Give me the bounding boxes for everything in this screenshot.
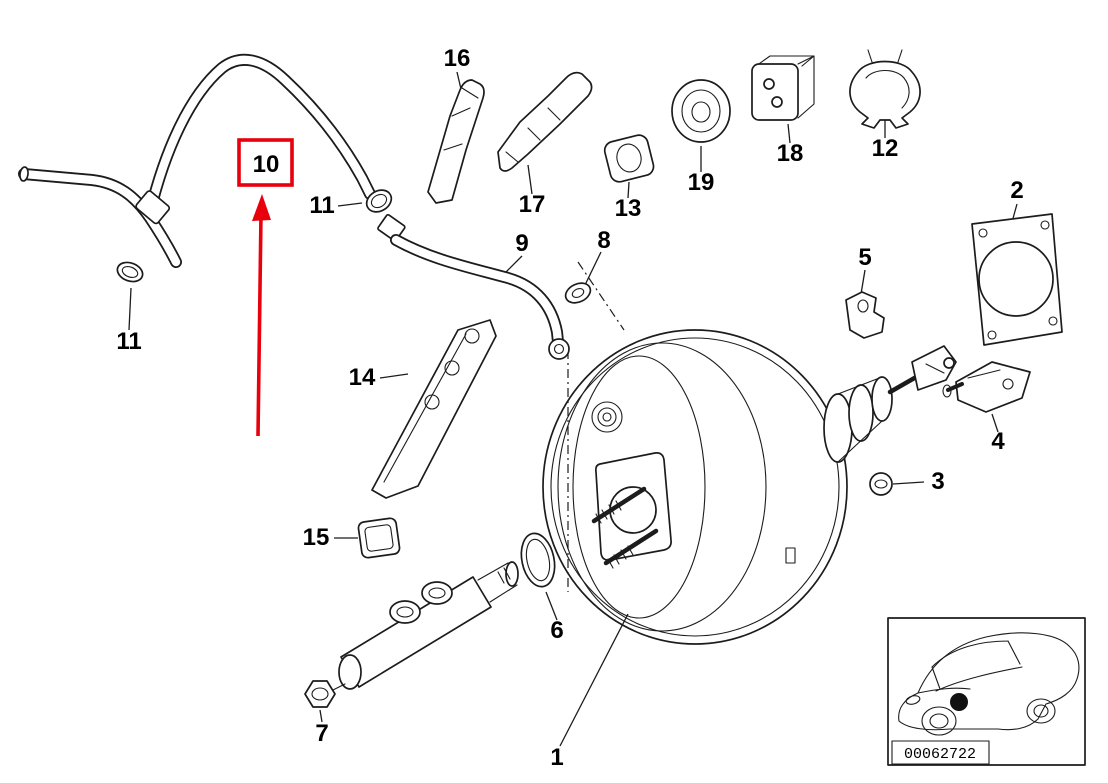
- part-label-5[interactable]: 5: [858, 244, 871, 271]
- part-label-12[interactable]: 12: [872, 135, 899, 162]
- part-labels: 16 17 13 19 18 12 2 11 9 8 5 11 14 4 3 1…: [116, 45, 1023, 771]
- part-label-8[interactable]: 8: [597, 227, 610, 254]
- car-thumbnail: [898, 632, 1080, 736]
- hose-coupling: [135, 190, 171, 225]
- part-15-bracket: [357, 517, 401, 559]
- part-6-o-ring: [520, 532, 556, 588]
- part-label-4[interactable]: 4: [991, 428, 1005, 455]
- part-16-bracket: [427, 79, 485, 204]
- location-dot: [950, 693, 968, 711]
- part-label-6[interactable]: 6: [550, 617, 563, 644]
- part-10-hose: [144, 53, 376, 218]
- part-3-nut: [869, 472, 893, 496]
- part-4-bracket: [942, 361, 1031, 413]
- inset-border: [887, 617, 1086, 766]
- part-7-master-cylinder: [304, 561, 519, 708]
- diagram-code: 00062722: [904, 746, 976, 763]
- part-11-clamp-top: [365, 189, 393, 213]
- part-17-bracket: [497, 71, 593, 172]
- part-label-10[interactable]: 10: [253, 151, 280, 178]
- part-9-pipe: [377, 214, 570, 360]
- construction-lines: [567, 261, 625, 592]
- part-18-pad: [751, 55, 815, 121]
- part-label-9[interactable]: 9: [515, 230, 528, 257]
- part-11-clamp-left: [116, 261, 144, 283]
- highlight-arrow-shaft: [256, 213, 263, 437]
- part-label-14[interactable]: 14: [349, 364, 376, 391]
- part-label-18[interactable]: 18: [777, 140, 804, 167]
- booster-pushrod-bellows: [823, 345, 957, 463]
- part-label-7[interactable]: 7: [315, 720, 328, 747]
- highlight-arrow-head: [252, 194, 271, 221]
- part-5-bracket: [845, 291, 885, 339]
- part-label-1[interactable]: 1: [550, 744, 563, 771]
- part-13-grommet: [603, 134, 655, 183]
- part-label-15[interactable]: 15: [303, 524, 330, 551]
- leader-lines: [128, 71, 1018, 747]
- part-2-gasket: [971, 213, 1063, 346]
- part-label-11-top[interactable]: 11: [309, 192, 334, 219]
- car-location-inset: 00062722: [887, 617, 1086, 766]
- part-14-bracket: [371, 319, 497, 499]
- diagram-code-box: [891, 740, 990, 765]
- part-label-11-left[interactable]: 11: [116, 328, 141, 355]
- part-label-2[interactable]: 2: [1010, 177, 1023, 204]
- part-1-brake-booster: [542, 329, 848, 645]
- part-label-3[interactable]: 3: [931, 468, 944, 495]
- part-label-17[interactable]: 17: [519, 191, 546, 218]
- part-label-19[interactable]: 19: [688, 169, 715, 196]
- part-8-seal-ring: [564, 282, 592, 304]
- highlight-part-10: 10: [237, 138, 294, 437]
- highlight-box: [237, 138, 294, 187]
- part-12-clamp: [849, 49, 921, 129]
- part-label-16[interactable]: 16: [444, 45, 471, 72]
- part-label-13[interactable]: 13: [615, 195, 642, 222]
- part-19-cap: [671, 79, 731, 143]
